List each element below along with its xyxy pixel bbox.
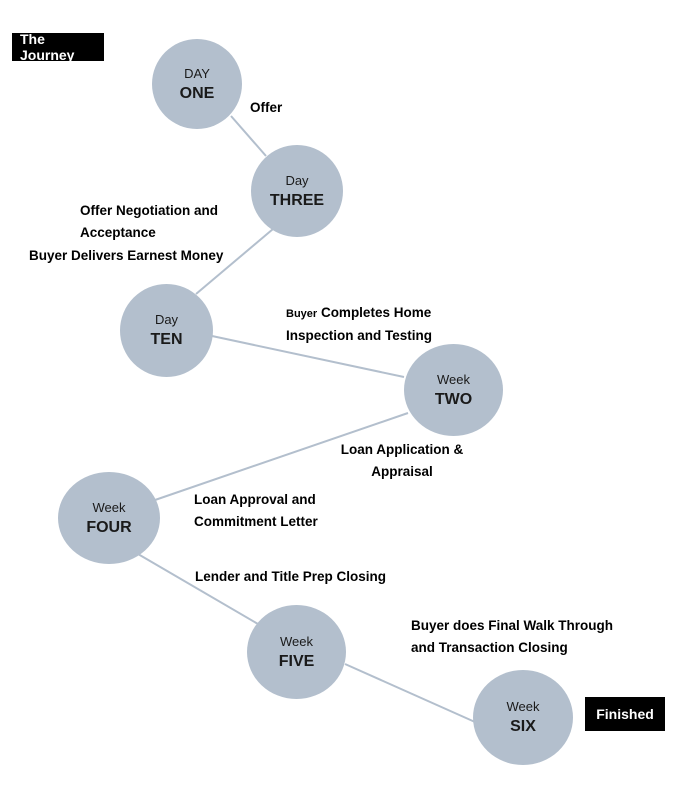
connector-line	[211, 335, 405, 378]
step-loan-application: Loan Application & Appraisal	[336, 439, 468, 483]
node-unit: Week	[280, 633, 313, 649]
connector-line	[195, 228, 274, 295]
step-prefix: Buyer	[286, 308, 318, 320]
node-value: SIX	[510, 718, 536, 735]
node-day-one: DAY ONE	[152, 39, 242, 129]
connector-line	[344, 663, 476, 723]
step-line: Loan Application &	[340, 442, 464, 457]
step-line: Offer Negotiation and	[80, 203, 218, 218]
node-week-six: Week SIX	[473, 670, 573, 765]
node-week-two: Week TWO	[404, 344, 503, 436]
step-line: Appraisal	[371, 464, 433, 479]
node-day-ten: Day TEN	[120, 284, 213, 377]
step-line-text: Completes Home	[317, 305, 432, 320]
node-unit: Day	[285, 172, 309, 188]
step-loan-approval: Loan Approval and Commitment Letter	[194, 489, 318, 533]
step-offer: Offer	[250, 100, 283, 115]
node-value: FIVE	[278, 652, 315, 670]
node-value: TWO	[434, 390, 473, 408]
connector-line	[154, 412, 409, 501]
step-line: Acceptance	[80, 225, 156, 240]
node-unit: DAY	[184, 65, 210, 81]
node-unit: Day	[154, 312, 179, 327]
step-line: Buyer does Final Walk Through	[411, 618, 614, 633]
connector-line	[230, 115, 267, 157]
step-home-inspection: Buyer Completes Home Inspection and Test…	[286, 302, 432, 347]
step-line: Loan Approval and	[194, 492, 316, 507]
connector-line	[137, 553, 259, 625]
node-value: ONE	[179, 84, 215, 102]
node-day-three: Day THREE	[251, 145, 343, 237]
node-week-five: Week FIVE	[247, 605, 346, 699]
title-tag: The Journey	[12, 31, 104, 63]
node-week-four: Week FOUR	[58, 472, 160, 564]
node-value: THREE	[269, 191, 325, 209]
step-final-walkthrough: Buyer does Final Walk Through and Transa…	[411, 615, 613, 659]
finished-tag: Finished	[585, 697, 665, 731]
node-unit: Week	[506, 699, 540, 714]
step-line: Buyer Completes Home	[286, 302, 432, 325]
step-line: Commitment Letter	[194, 514, 318, 529]
step-lender-title: Lender and Title Prep Closing	[195, 569, 387, 584]
node-unit: Week	[437, 371, 470, 387]
node-unit: Week	[92, 499, 126, 515]
node-value: TEN	[150, 331, 183, 348]
step-offer-negotiation: Offer Negotiation and Acceptance	[80, 200, 218, 244]
step-line: and Transaction Closing	[411, 640, 568, 655]
step-line: Inspection and Testing	[286, 328, 433, 343]
node-value: FOUR	[86, 518, 132, 536]
step-earnest-money: Buyer Delivers Earnest Money	[29, 248, 224, 263]
